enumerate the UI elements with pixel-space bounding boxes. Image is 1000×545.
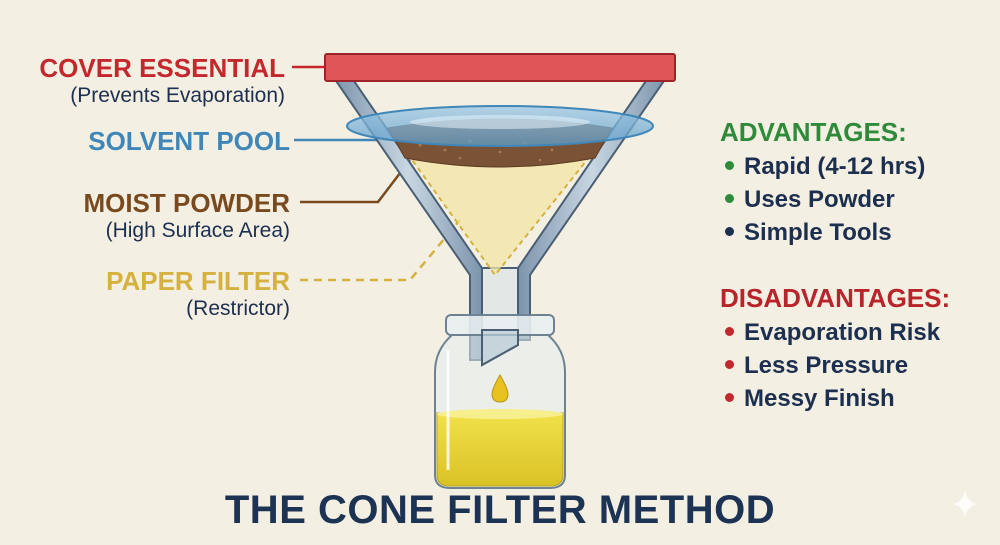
disadvantage-item: Evaporation Risk xyxy=(725,316,940,349)
bullet-icon xyxy=(725,161,734,171)
disadvantage-text: Evaporation Risk xyxy=(744,319,941,346)
advantage-item: Simple Tools xyxy=(725,216,925,249)
paper-filter-sublabel: (Restrictor) xyxy=(186,297,290,320)
funnel-stem xyxy=(481,329,519,367)
advantage-text: Simple Tools xyxy=(744,219,892,246)
advantage-item: Uses Powder xyxy=(725,183,925,216)
advantages-list: Rapid (4-12 hrs) Uses Powder Simple Tool… xyxy=(725,150,925,249)
disadvantage-text: Less Pressure xyxy=(744,352,909,379)
solvent-label: SOLVENT POOL xyxy=(88,126,290,156)
disadvantage-item: Messy Finish xyxy=(725,382,940,415)
disadvantages-heading: DISADVANTAGES: xyxy=(720,283,951,313)
powder-leader-line xyxy=(300,159,411,204)
advantage-text: Uses Powder xyxy=(744,186,895,213)
advantage-text: Rapid (4-12 hrs) xyxy=(744,153,926,180)
paper-filter-label: PAPER FILTER xyxy=(106,266,290,296)
cover-sublabel: (Prevents Evaporation) xyxy=(70,84,285,107)
powder-label: MOIST POWDER xyxy=(83,188,290,218)
disadvantage-text: Messy Finish xyxy=(744,385,895,412)
disadvantages-list: Evaporation Risk Less Pressure Messy Fin… xyxy=(725,316,940,415)
solvent-highlight xyxy=(410,115,590,129)
paper-leader-line xyxy=(300,219,461,282)
sparkle-icon xyxy=(953,490,977,518)
bullet-icon xyxy=(725,360,734,370)
cover-lid xyxy=(324,53,676,82)
cover-label: COVER ESSENTIAL xyxy=(39,53,285,83)
page-title: THE CONE FILTER METHOD xyxy=(224,488,776,532)
bullet-icon xyxy=(725,227,734,237)
droplet xyxy=(491,373,509,403)
advantage-item: Rapid (4-12 hrs) xyxy=(725,150,925,183)
bullet-icon xyxy=(725,393,734,403)
advantages-heading: ADVANTAGES: xyxy=(720,117,907,147)
bullet-icon xyxy=(725,327,734,337)
powder-sublabel: (High Surface Area) xyxy=(105,219,290,242)
bullet-icon xyxy=(725,194,734,204)
disadvantage-item: Less Pressure xyxy=(725,349,940,382)
